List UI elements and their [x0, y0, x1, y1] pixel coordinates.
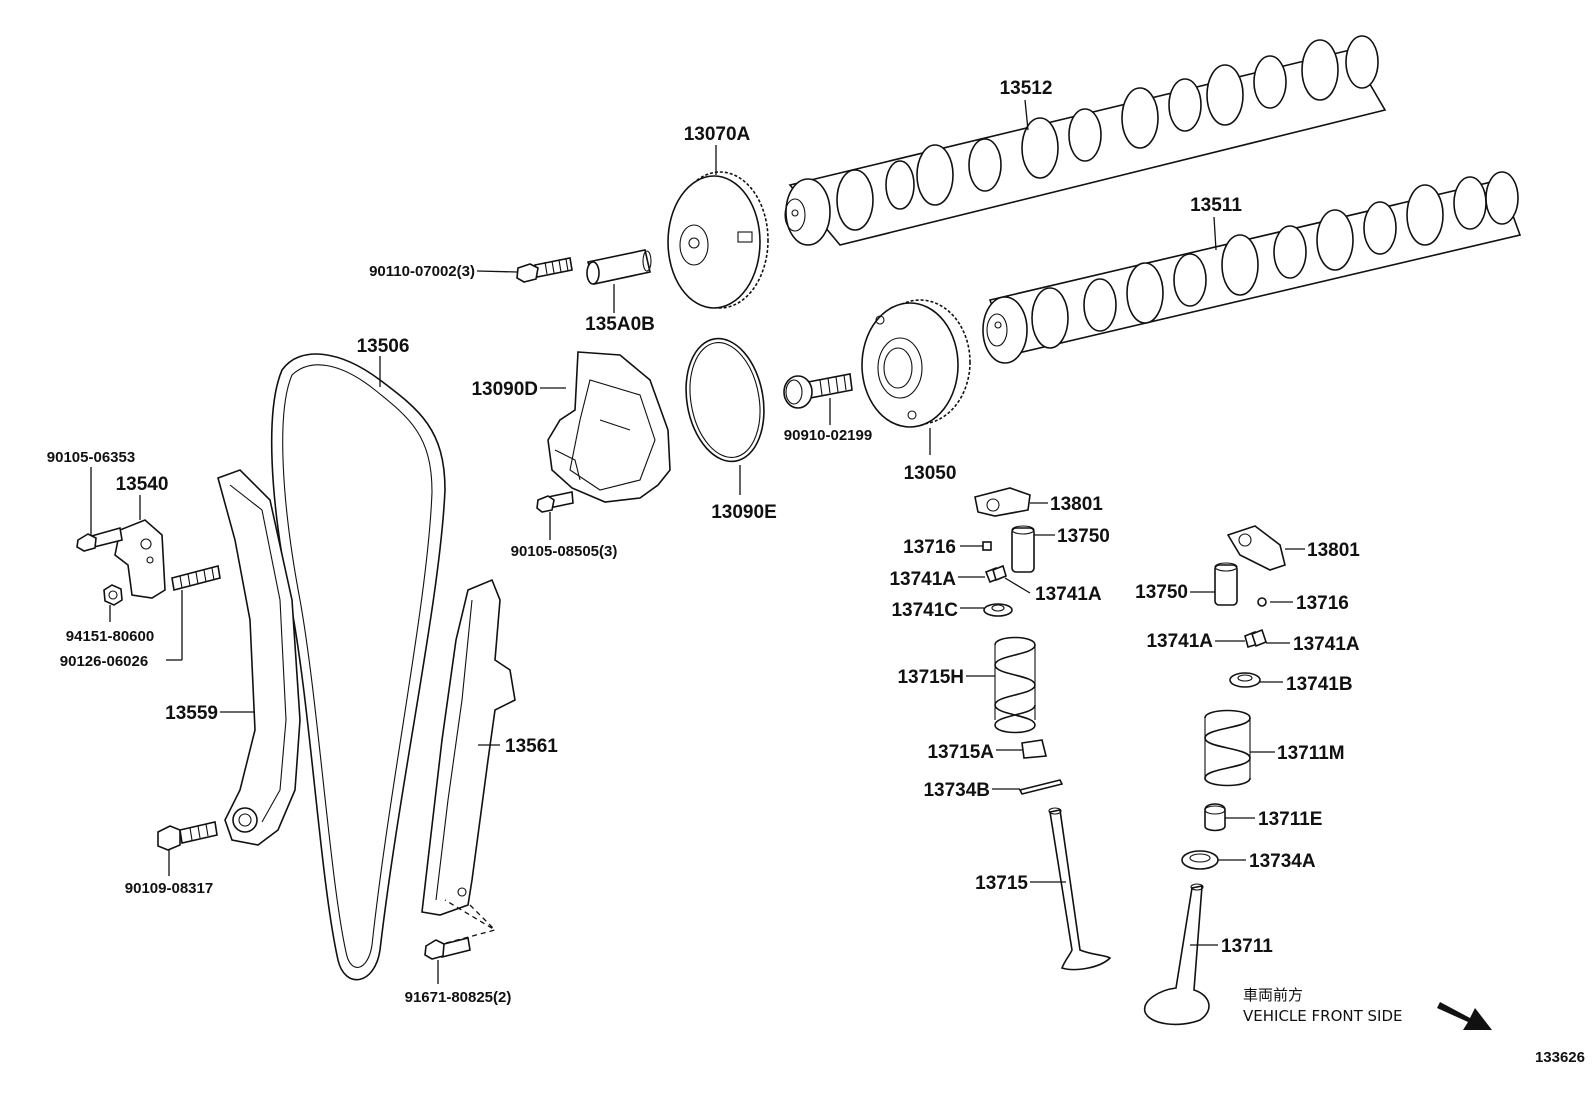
label-13734B[interactable]: 13734B	[923, 780, 990, 801]
label-13511[interactable]: 13511	[1190, 195, 1242, 216]
stud-90126-06026[interactable]	[171, 565, 221, 591]
valve-keeper-13741A-right[interactable]	[1244, 628, 1267, 649]
spring-retainer-13741C[interactable]	[983, 603, 1013, 617]
valve-cap-13716-right[interactable]	[1257, 597, 1267, 607]
bolt-90105-06353[interactable]	[76, 526, 123, 552]
label-91671-80825[interactable]: 91671-80825(2)	[405, 989, 512, 1006]
label-90109-08317[interactable]: 90109-08317	[125, 880, 213, 897]
intake-valve-13715[interactable]	[1048, 807, 1112, 971]
bolt-90110-07002[interactable]	[516, 257, 573, 283]
part-labels: 13512 13511 13070A 13050 135A0B 13506 13…	[116, 78, 1361, 957]
label-90110-07002[interactable]: 90110-07002(3)	[369, 263, 475, 280]
label-90126-06026[interactable]: 90126-06026	[60, 653, 148, 670]
bolt-90109-08317[interactable]	[157, 821, 218, 851]
oil-control-valve-135A0B[interactable]	[586, 249, 652, 285]
spring-seat-13734B[interactable]	[1018, 779, 1064, 795]
label-13070A[interactable]: 13070A	[684, 124, 751, 145]
label-90105-06353[interactable]: 90105-06353	[47, 449, 135, 466]
spring-retainer-13741B[interactable]	[1229, 672, 1261, 688]
label-13741A-2[interactable]: 13741A	[1035, 584, 1102, 605]
label-13540[interactable]: 13540	[116, 474, 169, 495]
label-13741A-3[interactable]: 13741A	[1146, 631, 1213, 652]
valve-keeper-13741A-left[interactable]	[984, 564, 1007, 584]
label-94151-80600[interactable]: 94151-80600	[66, 628, 154, 645]
timing-chain-13506[interactable]	[270, 353, 446, 981]
label-13711[interactable]: 13711	[1221, 936, 1273, 957]
label-90105-08505[interactable]: 90105-08505(3)	[511, 543, 618, 560]
label-13801-left[interactable]: 13801	[1050, 494, 1103, 515]
label-13559[interactable]: 13559	[165, 703, 218, 724]
label-13801-right[interactable]: 13801	[1307, 540, 1360, 561]
diagram-number: 133626	[1535, 1049, 1585, 1066]
label-13734A[interactable]: 13734A	[1249, 851, 1316, 872]
label-13741A-1[interactable]: 13741A	[889, 569, 956, 590]
label-13750-right[interactable]: 13750	[1135, 582, 1188, 603]
bolt-90105-08505[interactable]	[536, 491, 574, 513]
fastener-labels: 90110-07002(3) 90910-02199 90105-06353 9…	[47, 263, 872, 1006]
vehicle-front-arrow-icon	[1437, 1002, 1492, 1030]
valve-spring-13715H[interactable]	[994, 636, 1036, 734]
chain-tensioner-13540[interactable]	[114, 519, 166, 599]
lash-adjuster-13750-right[interactable]	[1214, 562, 1238, 606]
chain-case-13090D[interactable]	[547, 351, 671, 503]
label-13715[interactable]: 13715	[975, 873, 1028, 894]
label-13512[interactable]: 13512	[1000, 78, 1053, 99]
vehicle-front-japanese: 車両前方	[1243, 986, 1303, 1004]
label-13741C[interactable]: 13741C	[891, 600, 958, 621]
vehicle-front-english: VEHICLE FRONT SIDE	[1243, 1007, 1403, 1025]
chain-slipper-13559[interactable]	[217, 469, 301, 846]
bolt-91671-80825[interactable]	[424, 899, 497, 960]
label-135A0B[interactable]: 135A0B	[585, 314, 655, 335]
label-13711E[interactable]: 13711E	[1258, 809, 1322, 830]
rocker-arm-13801-right[interactable]	[1226, 525, 1286, 571]
camshaft-13511[interactable]	[982, 171, 1522, 364]
rocker-arm-13801-left[interactable]	[974, 487, 1031, 517]
camshaft-13512[interactable]	[784, 35, 1387, 246]
label-13715A[interactable]: 13715A	[927, 742, 994, 763]
gasket-13090E[interactable]	[677, 332, 773, 467]
label-13561[interactable]: 13561	[505, 736, 558, 757]
label-13750-left[interactable]: 13750	[1057, 526, 1110, 547]
label-13711M[interactable]: 13711M	[1277, 743, 1345, 764]
cam-timing-gear-13070A[interactable]	[667, 171, 769, 309]
lash-adjuster-13750-left[interactable]	[1011, 525, 1035, 573]
valve-spring-13711M[interactable]	[1204, 709, 1251, 787]
valve-stem-seal-13711E[interactable]	[1204, 803, 1226, 832]
label-13716-left[interactable]: 13716	[903, 537, 956, 558]
label-13506[interactable]: 13506	[357, 336, 410, 357]
spring-seat-13734A[interactable]	[1181, 850, 1219, 870]
nut-94151-80600[interactable]	[103, 584, 123, 606]
vehicle-front-note: 車両前方 VEHICLE FRONT SIDE	[1243, 986, 1403, 1025]
valve-cap-13716-left[interactable]	[982, 541, 992, 551]
chain-guide-13561[interactable]	[421, 578, 516, 916]
label-90910-02199[interactable]: 90910-02199	[784, 427, 872, 444]
label-13050[interactable]: 13050	[904, 463, 957, 484]
valve-stem-seal-13715A[interactable]	[1021, 739, 1048, 759]
bolt-90910-02199[interactable]	[783, 373, 853, 409]
label-13090E[interactable]: 13090E	[711, 502, 777, 523]
cam-timing-gear-13050[interactable]	[861, 299, 971, 428]
exhaust-valve-13711[interactable]	[1144, 883, 1210, 1026]
label-13715H[interactable]: 13715H	[897, 667, 964, 688]
label-13741B[interactable]: 13741B	[1286, 674, 1353, 695]
label-13716-right[interactable]: 13716	[1296, 593, 1349, 614]
leader-lines	[90, 99, 1305, 984]
label-13090D[interactable]: 13090D	[471, 379, 538, 400]
label-13741A-4[interactable]: 13741A	[1293, 634, 1360, 655]
